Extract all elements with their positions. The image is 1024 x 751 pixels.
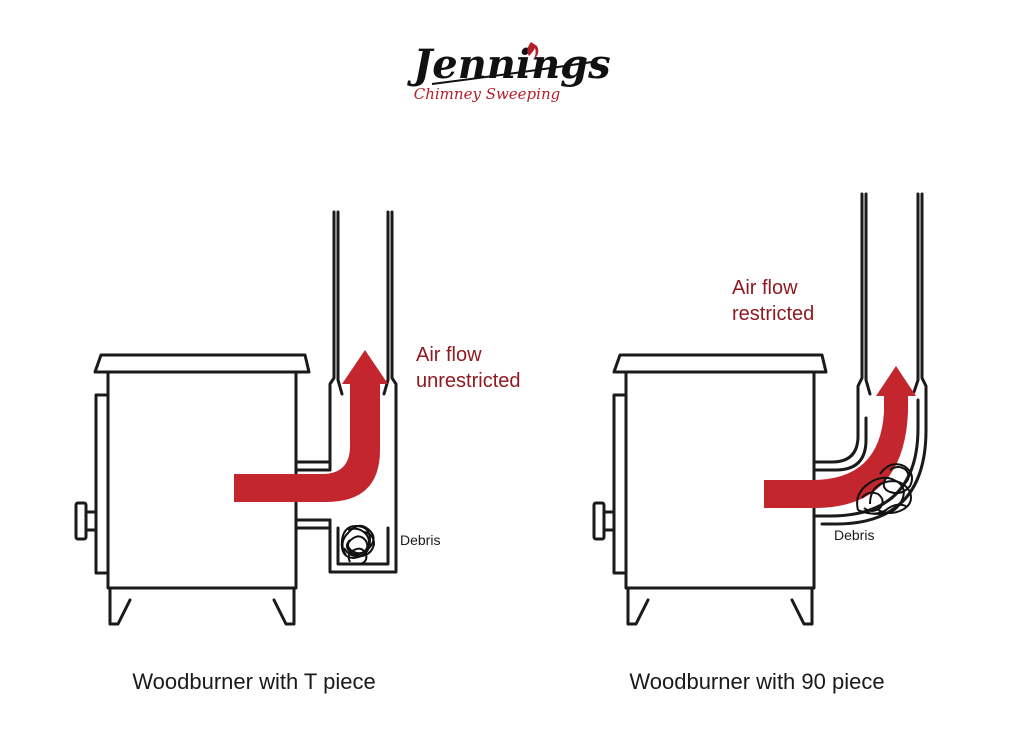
left-t-base	[328, 518, 398, 574]
right-debris-label: Debris	[834, 527, 874, 543]
right-stove-handle	[592, 501, 606, 541]
right-pipe-wall-right-inner	[920, 192, 928, 406]
left-airflow-label-line1: Air flow	[416, 344, 482, 366]
right-pipe-wall-left	[856, 192, 864, 414]
left-debris-label: Debris	[400, 532, 440, 548]
left-pipe-wall-right	[382, 210, 390, 396]
right-airflow-label-line1: Air flow	[732, 277, 798, 299]
flame-icon	[527, 42, 539, 60]
left-debris	[340, 524, 376, 565]
right-diagram: Air flow restricted Debris Woodburner wi…	[592, 192, 928, 694]
left-diagram: Air flow unrestricted Debris Woodburner …	[74, 210, 521, 694]
right-caption: Woodburner with 90 piece	[629, 669, 884, 694]
left-t-base-inner	[336, 526, 390, 566]
right-stove-leg-right	[790, 586, 814, 626]
left-pipe-wall-right-inner	[390, 210, 398, 572]
left-pipe-wall-left	[328, 210, 336, 472]
right-airflow-label-line2: restricted	[732, 303, 814, 325]
logo-tagline: Chimney Sweeping	[414, 85, 560, 103]
left-airflow-arrow	[234, 350, 388, 502]
left-stove-leg-left	[108, 586, 132, 626]
right-stove-handle-stem	[602, 510, 616, 532]
right-airflow-arrow	[764, 366, 916, 508]
left-stove-handle	[74, 501, 88, 541]
right-stove-leg-left	[626, 586, 650, 626]
right-pipe-wall-left-inner	[864, 192, 872, 396]
right-stove-top	[612, 353, 828, 374]
right-pipe-wall-right	[912, 192, 920, 394]
left-airflow-label-line2: unrestricted	[416, 370, 521, 392]
left-stove-door-edge	[94, 393, 110, 575]
logo: Jennings Chimney Sweeping	[406, 41, 610, 103]
right-bend-inner-upper-inner	[812, 416, 868, 472]
right-bend-inner-upper	[812, 410, 860, 464]
right-bend-outer-lower-inner	[820, 402, 928, 526]
left-pipe-wall-left-inner	[336, 210, 344, 396]
right-stove-door-edge	[612, 393, 628, 575]
logo-underline-swash	[431, 61, 593, 85]
left-stove-handle-stem	[84, 510, 98, 532]
left-stove-leg-right	[272, 586, 296, 626]
left-stove-top	[93, 353, 311, 374]
left-caption: Woodburner with T piece	[132, 669, 375, 694]
right-debris	[856, 463, 913, 516]
